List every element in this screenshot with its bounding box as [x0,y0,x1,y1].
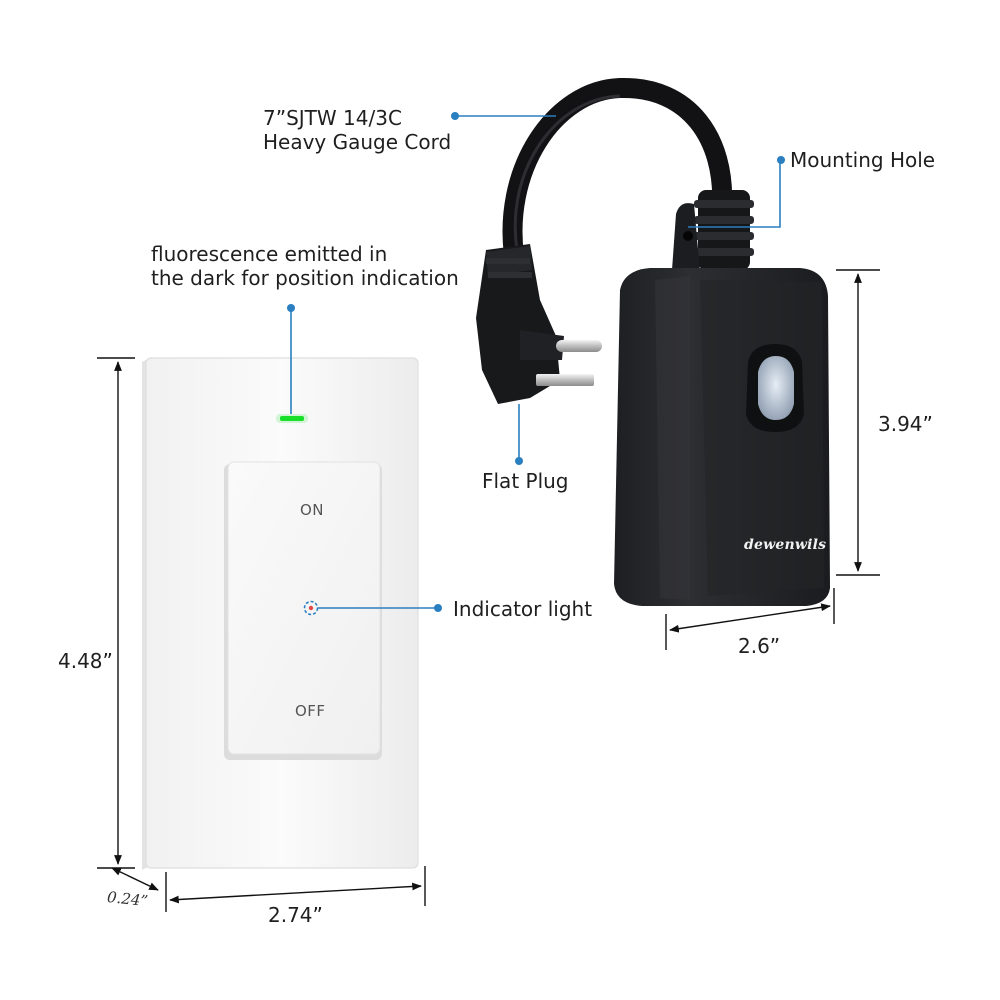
plug-dimensions [665,269,880,650]
indicator-light-ring [303,600,319,616]
plug-width-line [669,603,831,633]
mounting-hole-leader [688,160,781,228]
wall-switch [142,357,419,870]
indicator-leader-dot [434,604,442,612]
glow-halo [276,414,308,423]
flat-plug-leader-dot [515,457,523,465]
indicator-light-dot [308,605,314,611]
plug-width-label: 2.6” [738,634,781,658]
power-cord [502,77,733,272]
brand-logo-text: dewenwils [744,537,827,553]
ground-prong [556,340,602,352]
strain-relief [694,190,754,270]
flat-plug-label: Flat Plug [482,469,569,493]
plug-height-label: 3.94” [878,412,933,436]
switch-height-label: 4.48” [58,649,113,673]
mounting-hole-leader-dot [777,156,785,164]
cord-callout-line1: 7”SJTW 14/3C [263,106,402,130]
switch-off-label: OFF [295,702,326,720]
blade-prong [536,374,594,386]
cord-highlight [513,94,621,251]
depth-dimension-line [111,867,159,891]
flat-plug-head [476,244,564,404]
width-dimension-line [169,882,422,904]
fluorescence-line2: the dark for position indication [151,266,459,290]
switch-dimensions [97,357,426,912]
cord-callout-line2: Heavy Gauge Cord [263,130,452,154]
cord-callout-label: 7”SJTW 14/3C Heavy Gauge Cord [263,106,451,154]
indicator-light-label: Indicator light [453,597,593,621]
body-bevel [655,276,690,600]
cord-leader-dot [451,112,459,120]
callout-leaders [287,112,785,612]
switch-on-label: ON [300,501,325,519]
fluorescence-line1: fluorescence emitted in [151,242,388,266]
outdoor-plug-device [476,77,830,606]
glow-indicator-strip [280,416,304,421]
indicator-lens [758,356,794,420]
mounting-hole [683,231,693,241]
mounting-hole-label: Mounting Hole [790,148,936,172]
fluorescence-callout-label: fluorescence emitted in the dark for pos… [151,242,459,290]
switch-width-label: 2.74” [268,903,323,927]
fluorescence-leader-dot [287,304,295,312]
